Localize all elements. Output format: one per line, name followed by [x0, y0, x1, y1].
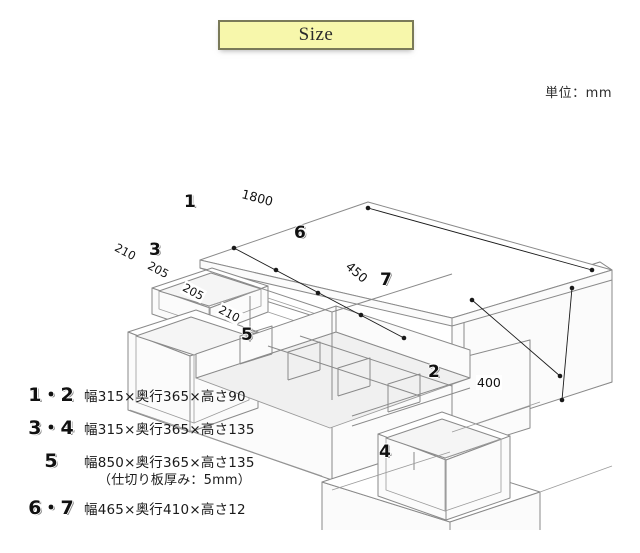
callout-5: 5	[241, 325, 253, 345]
callout-2: 2	[428, 362, 440, 382]
callout-4: 4	[379, 442, 391, 462]
dimension-label-height: 400	[476, 375, 502, 390]
legend-row: 6・7 幅465×奥行410×高さ12	[18, 498, 348, 520]
unit-note: 単位：mm	[545, 86, 612, 101]
callout-1: 1	[184, 192, 196, 212]
legend-value-note: （仕切り板厚み：5mm）	[98, 472, 251, 488]
legend-value-main: 幅465×奥行410×高さ12	[84, 502, 246, 519]
legend-row: 3・4 幅315×奥行365×高さ135	[18, 416, 348, 440]
legend-key: 1・2	[28, 384, 74, 406]
legend-value: 幅850×奥行365×高さ135 （仕切り板厚み：5mm）	[84, 451, 255, 490]
legend-value-main: 幅850×奥行365×高さ135	[84, 454, 255, 471]
legend-key: 3・4	[28, 416, 74, 439]
legend-value: 幅465×奥行410×高さ12	[84, 498, 246, 519]
legend-row: 5 幅850×奥行365×高さ135 （仕切り板厚み：5mm）	[18, 449, 348, 490]
callout-7: 7	[380, 270, 392, 290]
legend-value: 幅315×奥行365×高さ135	[84, 418, 255, 439]
legend-value-main: 幅315×奥行365×高さ135	[84, 421, 255, 438]
legend-value: 幅315×奥行365×高さ90	[84, 385, 246, 406]
size-legend: 1・2 幅315×奥行365×高さ90 3・4 幅315×奥行365×高さ135…	[18, 384, 348, 531]
size-title-banner: Size	[218, 20, 414, 50]
product-isometric-drawing: .ln{fill:none;stroke:#8a8a8a;stroke-widt…	[0, 110, 640, 530]
legend-value-main: 幅315×奥行365×高さ90	[84, 389, 246, 405]
legend-row: 1・2 幅315×奥行365×高さ90	[18, 384, 348, 407]
legend-key: 5	[44, 449, 58, 472]
callout-3: 3	[149, 240, 161, 260]
callout-6: 6	[294, 223, 306, 243]
page-title: Size	[298, 24, 334, 45]
legend-key: 6・7	[28, 497, 74, 520]
